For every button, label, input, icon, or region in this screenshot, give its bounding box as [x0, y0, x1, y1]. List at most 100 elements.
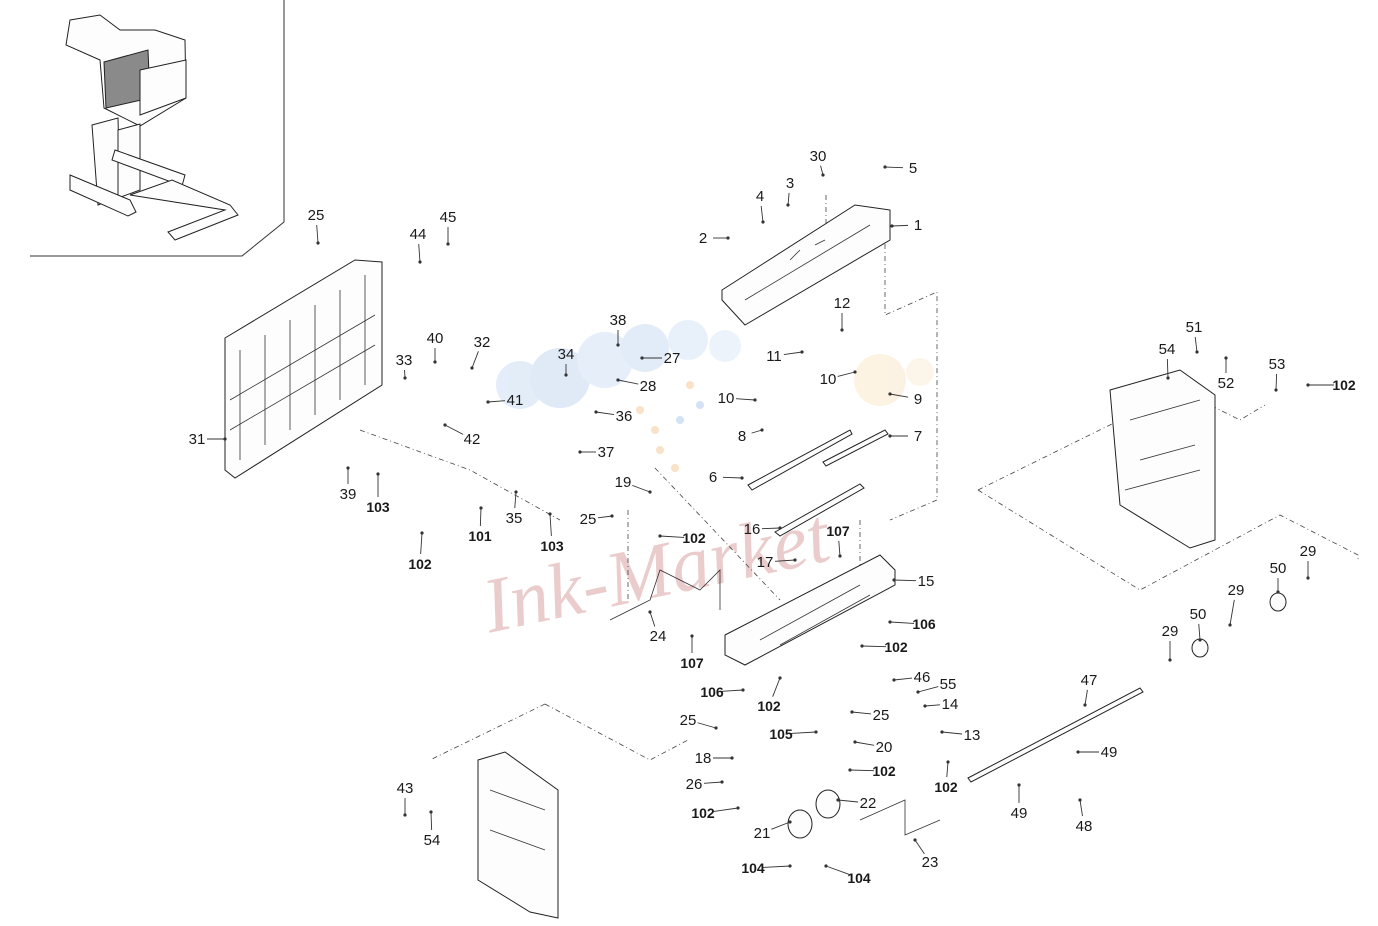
callout-label: 49: [1101, 744, 1118, 761]
leader-anchor: [840, 328, 844, 332]
callout-label: 14: [942, 696, 959, 713]
leader-line: [549, 513, 552, 537]
callout-label: 2: [699, 230, 707, 247]
leader-line: [837, 371, 856, 377]
leader-anchor: [1306, 576, 1310, 580]
callout-label: 54: [1159, 341, 1176, 358]
leader-line: [837, 799, 859, 803]
callout-label: 33: [396, 352, 413, 369]
leader-anchor: [433, 360, 437, 364]
leader-line: [597, 515, 613, 519]
leader-line: [1079, 799, 1083, 817]
leader-anchor: [923, 704, 927, 708]
callout-label: 50: [1270, 560, 1287, 577]
leader-line: [479, 507, 482, 527]
leader-anchor: [788, 820, 792, 824]
leader-anchor: [403, 813, 407, 817]
part-1-upper-guide: [721, 204, 891, 326]
callout-label: 102: [934, 779, 958, 795]
leader-anchor: [860, 644, 864, 648]
leader-anchor: [814, 730, 818, 734]
leader-line: [722, 476, 743, 479]
leader-anchor: [223, 437, 227, 441]
leader-anchor: [853, 740, 857, 744]
leader-line: [761, 527, 781, 530]
callout-label: 102: [408, 556, 432, 572]
leader-line: [1275, 373, 1278, 391]
callout-label: 101: [468, 528, 492, 544]
leader-line: [893, 677, 913, 681]
leader-line: [941, 731, 963, 735]
leader-anchor: [730, 756, 734, 760]
leader-anchor: [1168, 658, 1172, 662]
leader-line: [825, 865, 850, 876]
leader-anchor: [714, 726, 718, 730]
callout-label: 31: [189, 431, 206, 448]
leader-line: [774, 559, 796, 562]
leader-anchor: [578, 450, 582, 454]
callout-label: 9: [914, 391, 922, 408]
harnesses: [609, 569, 941, 836]
callout-label: 107: [680, 655, 704, 671]
leader-anchor: [1083, 703, 1087, 707]
leader-anchor: [648, 610, 652, 614]
callout-label: 12: [834, 295, 851, 312]
leader-anchor: [753, 398, 757, 402]
callout-label: 25: [873, 707, 890, 724]
product-inset: [30, 0, 285, 257]
callout-label: 11: [766, 348, 782, 365]
leader-anchor: [786, 203, 790, 207]
leader-anchor: [888, 620, 892, 624]
leader-anchor: [548, 512, 552, 516]
leader-line: [861, 645, 887, 648]
callout-label: 50: [1190, 606, 1207, 623]
callout-label: 44: [410, 226, 427, 243]
callout-label: 17: [757, 554, 774, 571]
leader-anchor: [564, 373, 568, 377]
callout-label: 18: [695, 750, 712, 767]
callout-label: 37: [598, 444, 615, 461]
leader-line: [851, 711, 872, 715]
leader-line: [849, 769, 875, 772]
callout-label: 13: [964, 727, 981, 744]
leader-anchor: [726, 236, 730, 240]
callout-label: 107: [826, 523, 850, 539]
leader-line: [924, 704, 941, 707]
callout-label: 43: [397, 780, 414, 797]
leader-anchor: [610, 514, 614, 518]
callout-label: 102: [1332, 377, 1356, 393]
leader-line: [787, 192, 790, 206]
callout-label: 3: [786, 175, 794, 192]
part-15-lower-plate: [724, 554, 896, 666]
leader-anchor: [740, 476, 744, 480]
leader-line: [514, 491, 517, 509]
callout-label: 25: [308, 207, 325, 224]
leader-anchor: [778, 676, 782, 680]
leader-line: [1198, 623, 1201, 641]
leader-line: [917, 686, 939, 693]
leader-anchor: [648, 490, 652, 494]
leader-anchor: [514, 490, 518, 494]
leader-anchor: [741, 688, 745, 692]
leader-line: [1229, 599, 1235, 626]
callout-label: 103: [366, 499, 390, 515]
leader-line: [721, 689, 744, 692]
callout-label: 25: [680, 712, 697, 729]
callout-label: 51: [1186, 319, 1203, 336]
leader-anchor: [892, 578, 896, 582]
callout-label: 7: [914, 428, 922, 445]
callout-label: 53: [1269, 356, 1286, 373]
callout-label: 10: [820, 371, 837, 388]
callout-label: 104: [741, 860, 765, 876]
callout-label: 35: [506, 510, 523, 527]
leader-anchor: [913, 838, 917, 842]
leader-anchor: [836, 798, 840, 802]
callout-label: 23: [922, 854, 939, 871]
callout-label: 16: [744, 521, 761, 538]
leader-anchor: [316, 241, 320, 245]
leader-anchor: [761, 220, 765, 224]
leader-anchor: [1274, 388, 1278, 392]
callout-label: 19: [615, 474, 632, 491]
